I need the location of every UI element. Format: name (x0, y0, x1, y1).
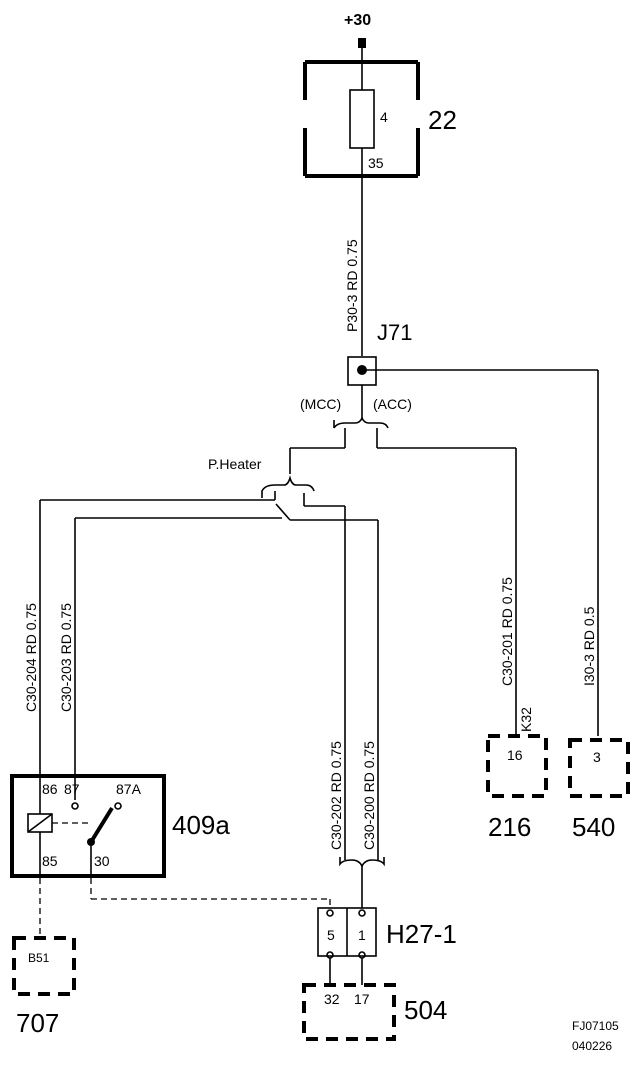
footer-date: 040226 (572, 1039, 612, 1053)
relay-409a: 86 87 87A 85 30 (10, 774, 166, 878)
comp-216-ref: K32 (518, 707, 534, 732)
connector-h27-1: 5 1 (317, 907, 377, 985)
supply-terminal (358, 38, 366, 48)
relay-pin-85: 85 (42, 853, 58, 869)
wire-label-c30-204: C30-204 RD 0.75 (23, 603, 39, 712)
fuse-number: 4 (380, 109, 388, 125)
h27-pin-5: 5 (327, 927, 335, 943)
fuse-box-id: 22 (428, 105, 457, 135)
wire-label-p30-3: P30-3 RD 0.75 (344, 239, 360, 332)
component-707: B51 (12, 936, 76, 996)
component-504: 32 17 (302, 983, 396, 1041)
wire-label-c30-201: C30-201 RD 0.75 (499, 577, 515, 686)
splice-id: J71 (377, 320, 412, 345)
option-label: P.Heater (208, 456, 262, 472)
component-216: 16 (486, 734, 548, 798)
comp-707-id: 707 (16, 1008, 59, 1038)
connector-h27-id: H27-1 (386, 919, 457, 949)
relay-pin-30: 30 (94, 853, 110, 869)
component-540: 3 (568, 738, 630, 798)
comp-504-id: 504 (404, 995, 447, 1025)
h27-pin-1: 1 (358, 927, 366, 943)
footer-code: FJ07105 (572, 1019, 619, 1033)
comp-504-pin-32: 32 (324, 991, 340, 1007)
comp-540-id: 540 (572, 812, 615, 842)
comp-540-pin: 3 (593, 749, 601, 765)
comp-216-pin: 16 (507, 747, 523, 763)
wire-label-c30-203: C30-203 RD 0.75 (58, 603, 74, 712)
comp-216-id: 216 (488, 812, 531, 842)
splice-acc: (ACC) (373, 396, 412, 412)
fuse-box-22: 4 35 (303, 60, 420, 178)
relay-id: 409a (172, 810, 230, 840)
relay-pin-86: 86 (42, 781, 58, 797)
fuse-pin: 35 (368, 155, 384, 171)
supply-label: +30 (344, 12, 371, 29)
relay-pin-87: 87 (64, 781, 80, 797)
splice-mcc: (MCC) (300, 396, 341, 412)
fuse-symbol (349, 89, 375, 149)
comp-504-pin-17: 17 (354, 991, 370, 1007)
wire-label-i30-3: I30-3 RD 0.5 (581, 606, 597, 686)
wire-label-c30-202: C30-202 RD 0.75 (328, 741, 344, 850)
comp-707-pin: B51 (28, 951, 50, 965)
relay-pin-87a: 87A (116, 781, 142, 797)
wire-label-c30-200: C30-200 RD 0.75 (361, 741, 377, 850)
